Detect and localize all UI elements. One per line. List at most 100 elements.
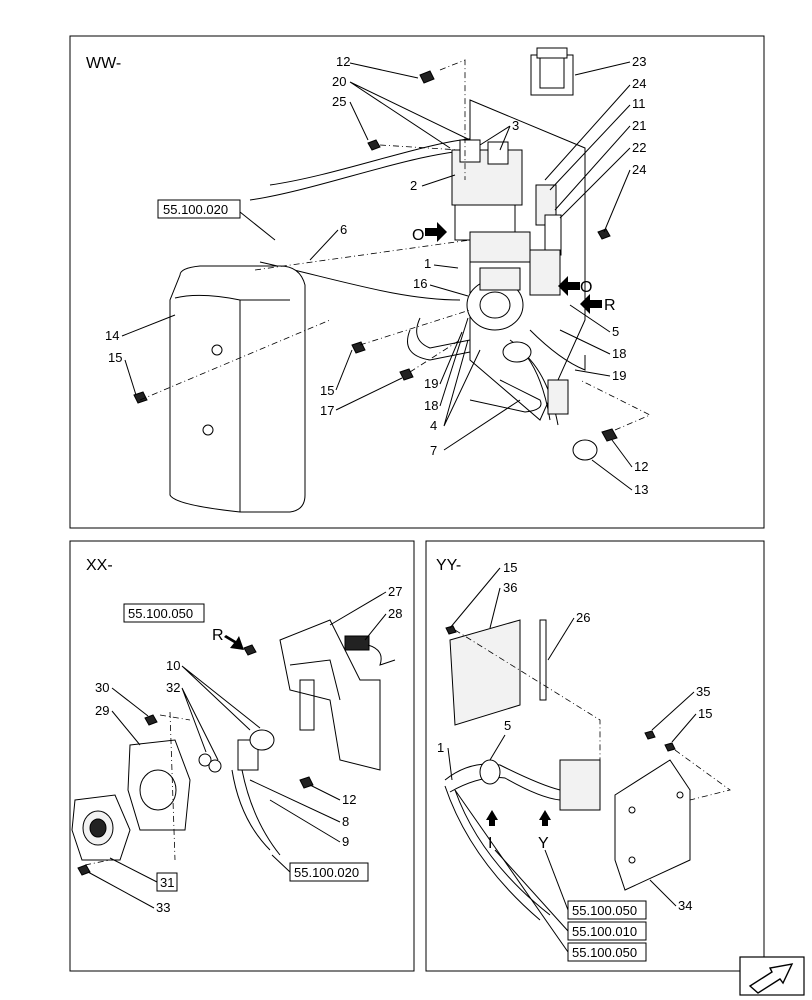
plate-29 <box>127 739 191 831</box>
svg-text:5: 5 <box>612 324 619 339</box>
svg-text:31: 31 <box>160 875 174 890</box>
svg-text:32: 32 <box>166 680 180 695</box>
svg-text:33: 33 <box>156 900 170 915</box>
ref-box-yy-3[interactable]: 55.100.050 <box>454 789 647 962</box>
svg-text:36: 36 <box>503 580 517 595</box>
connector-block <box>451 139 531 263</box>
panel-yy-title: YY- <box>436 557 461 574</box>
svg-text:26: 26 <box>576 610 590 625</box>
svg-text:28: 28 <box>388 606 402 621</box>
svg-text:1: 1 <box>424 256 431 271</box>
svg-text:30: 30 <box>95 680 109 695</box>
svg-text:19: 19 <box>424 376 438 391</box>
svg-text:23: 23 <box>632 54 646 69</box>
panel-yy-frame <box>425 540 765 972</box>
svg-text:12: 12 <box>634 459 648 474</box>
module-34 <box>614 759 691 891</box>
view-arrow-y: Y <box>538 810 551 852</box>
next-page-arrow-icon[interactable] <box>739 956 805 996</box>
svg-text:17: 17 <box>320 403 334 418</box>
panel-xx-frame <box>69 540 415 972</box>
switch-31 <box>71 794 131 861</box>
svg-text:19: 19 <box>612 368 626 383</box>
panel-ww-title: WW- <box>86 55 121 72</box>
svg-text:12: 12 <box>342 792 356 807</box>
svg-text:11: 11 <box>632 96 646 111</box>
view-arrow-i: I <box>486 810 498 852</box>
svg-text:34: 34 <box>678 898 692 913</box>
switch-16 <box>466 267 524 331</box>
svg-text:O: O <box>580 279 592 296</box>
svg-text:10: 10 <box>166 658 180 673</box>
svg-text:15: 15 <box>320 383 334 398</box>
bolts-yy <box>445 625 676 752</box>
callouts-xx: 27 28 10 32 30 29 12 8 9 33 <box>87 584 402 915</box>
cover-14 <box>169 265 306 513</box>
svg-text:16: 16 <box>413 276 427 291</box>
svg-text:1: 1 <box>437 740 444 755</box>
view-arrow-r: R <box>580 294 616 314</box>
svg-text:20: 20 <box>332 74 346 89</box>
ref-box-xx-2[interactable]: 55.100.020 <box>271 854 369 882</box>
view-arrow-r-xx: R <box>212 627 244 650</box>
svg-text:22: 22 <box>632 140 646 155</box>
bolts-xx <box>77 644 314 876</box>
cable-bundle <box>407 317 586 426</box>
ref-box-xx-3[interactable]: 31 <box>109 857 178 892</box>
svg-text:14: 14 <box>105 328 119 343</box>
panel-xx-title: XX- <box>86 557 113 574</box>
callouts-yy: 15 36 26 5 1 35 15 34 <box>437 560 712 913</box>
strip-26 <box>539 619 547 701</box>
connector-28 <box>344 635 396 666</box>
svg-text:6: 6 <box>340 222 347 237</box>
cable-assembly <box>198 729 281 856</box>
alignment-lines-ww <box>139 59 651 431</box>
fuse-holders <box>529 184 562 296</box>
bolts-ww <box>133 70 618 461</box>
svg-text:9: 9 <box>342 834 349 849</box>
svg-text:Y: Y <box>538 835 549 852</box>
svg-text:25: 25 <box>332 94 346 109</box>
svg-text:35: 35 <box>696 684 710 699</box>
alignment-lines-yy <box>454 629 731 801</box>
svg-text:55.100.050: 55.100.050 <box>572 903 637 918</box>
alignment-lines-xx <box>84 711 191 866</box>
svg-text:R: R <box>212 627 224 644</box>
view-arrow-o2: O <box>558 276 592 296</box>
svg-text:15: 15 <box>698 706 712 721</box>
svg-text:8: 8 <box>342 814 349 829</box>
view-arrow-o1: O <box>412 222 447 244</box>
svg-text:7: 7 <box>430 443 437 458</box>
svg-text:2: 2 <box>410 178 417 193</box>
svg-text:15: 15 <box>503 560 517 575</box>
svg-text:R: R <box>604 297 616 314</box>
ref-box-xx-1[interactable]: 55.100.050 <box>123 603 205 623</box>
ref-box-yy-1[interactable]: 55.100.050 <box>544 849 647 920</box>
svg-text:27: 27 <box>388 584 402 599</box>
svg-text:55.100.010: 55.100.010 <box>572 924 637 939</box>
svg-text:24: 24 <box>632 162 646 177</box>
svg-text:3: 3 <box>512 118 519 133</box>
svg-text:24: 24 <box>632 76 646 91</box>
harness <box>444 759 601 921</box>
svg-text:55.100.050: 55.100.050 <box>572 945 637 960</box>
ref-box-ww[interactable]: 55.100.020 <box>157 199 276 241</box>
callouts-ww: 12 20 25 3 2 23 24 11 21 22 24 6 1 16 14… <box>105 54 648 497</box>
svg-text:4: 4 <box>430 418 437 433</box>
relay-23 <box>530 47 574 96</box>
svg-text:15: 15 <box>108 350 122 365</box>
panel-36 <box>449 619 521 726</box>
svg-text:5: 5 <box>504 718 511 733</box>
svg-text:18: 18 <box>612 346 626 361</box>
svg-text:I: I <box>488 835 492 852</box>
svg-text:55.100.020: 55.100.020 <box>163 202 228 217</box>
svg-text:55.100.020: 55.100.020 <box>294 865 359 880</box>
svg-text:55.100.050: 55.100.050 <box>128 606 193 621</box>
bracket-27 <box>279 619 381 771</box>
svg-text:13: 13 <box>634 482 648 497</box>
svg-text:29: 29 <box>95 703 109 718</box>
panel-ww-frame <box>69 35 765 529</box>
ref-box-yy-2[interactable]: 55.100.010 <box>494 849 647 941</box>
svg-text:18: 18 <box>424 398 438 413</box>
svg-text:21: 21 <box>632 118 646 133</box>
